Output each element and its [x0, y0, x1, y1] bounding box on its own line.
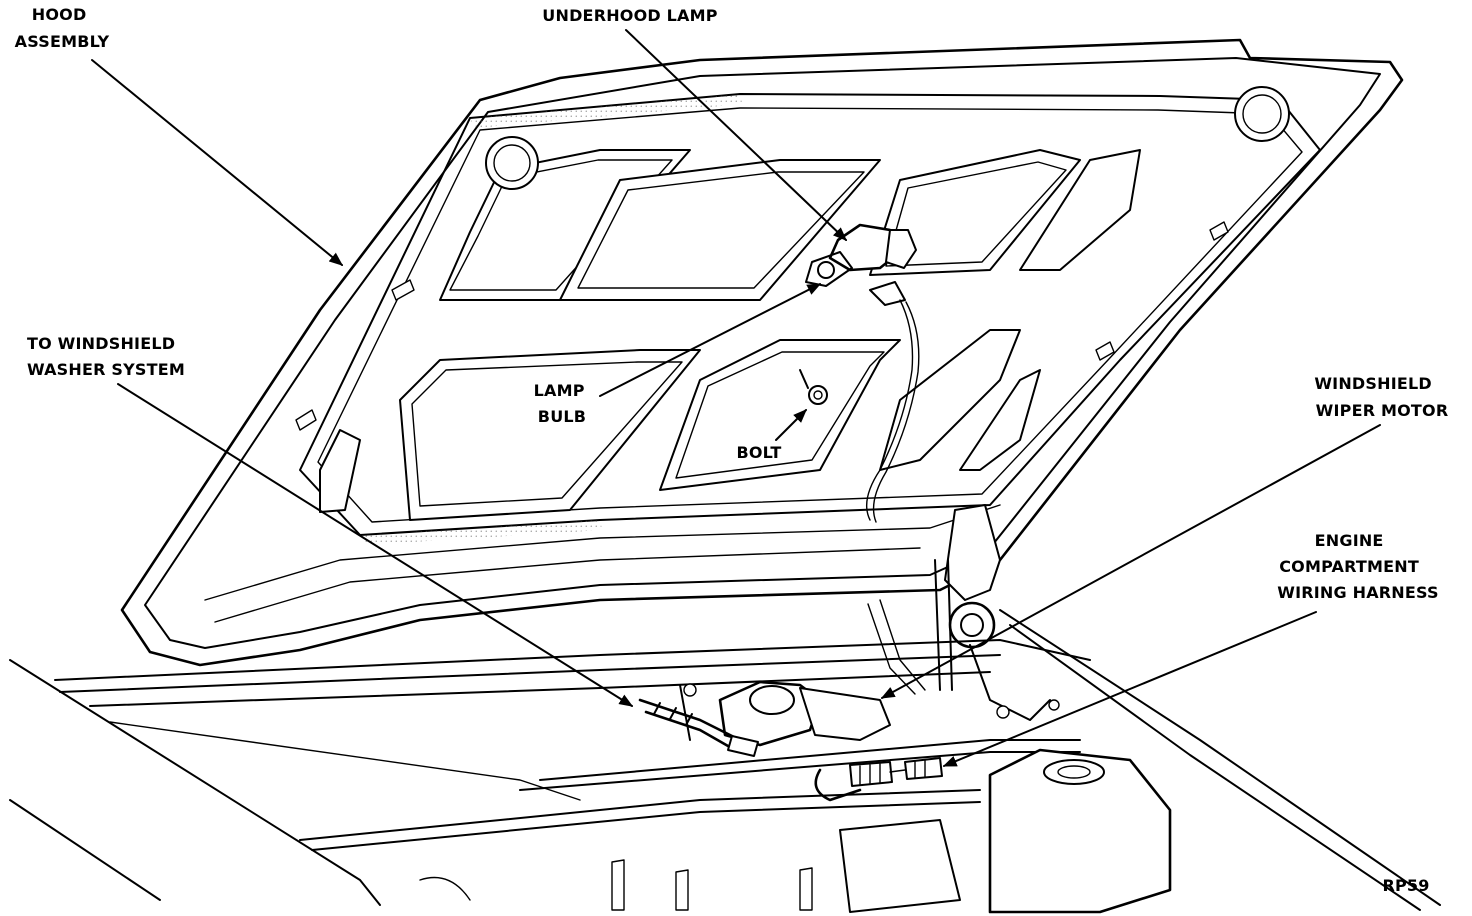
label-windshield-wiper-motor-line-1: WINDSHIELD [1314, 374, 1432, 393]
hood-assembly [120, 38, 1404, 667]
label-hood-assembly-line-2: ASSEMBLY [15, 32, 110, 51]
label-to-windshield-washer-line-2: WASHER SYSTEM [27, 360, 185, 379]
label-to-windshield-washer: TO WINDSHIELD WASHER SYSTEM [27, 334, 185, 379]
leader-windshield-washer [117, 383, 634, 707]
label-lamp-bulb-line-2: BULB [538, 407, 586, 426]
leader-lamp-bulb [599, 283, 822, 397]
figure-code: RP59 [1382, 876, 1429, 895]
leader-engine-harness [942, 611, 1317, 767]
label-bolt: BOLT [736, 443, 781, 462]
windshield-wiper-motor [679, 680, 891, 747]
underhood-lamp [805, 223, 920, 523]
leader-lines [91, 29, 1381, 767]
bolt [799, 369, 828, 405]
label-hood-assembly-line-1: HOOD [32, 5, 87, 24]
label-hood-assembly: HOOD ASSEMBLY [15, 5, 110, 51]
label-engine-compartment-harness-line-1: ENGINE [1315, 531, 1384, 550]
label-lamp-bulb-line-1: LAMP [534, 381, 585, 400]
label-windshield-wiper-motor-line-2: WIPER MOTOR [1316, 401, 1449, 420]
leader-wiper-motor [880, 424, 1381, 699]
label-lamp-bulb: LAMP BULB [534, 381, 591, 426]
figure-code-text: RP59 [1382, 876, 1429, 895]
label-engine-compartment-harness-line-2: COMPARTMENT [1279, 557, 1419, 576]
hood-hinge [867, 504, 1060, 721]
engine-wiring-harness [814, 757, 943, 802]
labels: HOOD ASSEMBLY UNDERHOOD LAMP TO WINDSHIE… [15, 5, 1448, 895]
cowl-and-engine-bay [9, 609, 1441, 914]
label-windshield-wiper-motor: WINDSHIELD WIPER MOTOR [1314, 374, 1448, 420]
label-underhood-lamp: UNDERHOOD LAMP [542, 6, 717, 25]
label-engine-compartment-harness-line-3: WIRING HARNESS [1277, 583, 1439, 602]
leader-hood-assembly [91, 59, 344, 266]
leader-underhood-lamp [625, 29, 848, 241]
label-underhood-lamp-line-1: UNDERHOOD LAMP [542, 6, 717, 25]
label-to-windshield-washer-line-1: TO WINDSHIELD [27, 334, 175, 353]
washer-hose [638, 698, 759, 757]
label-bolt-line-1: BOLT [736, 443, 781, 462]
label-engine-compartment-harness: ENGINE COMPARTMENT WIRING HARNESS [1277, 531, 1439, 602]
leader-bolt [775, 409, 807, 441]
